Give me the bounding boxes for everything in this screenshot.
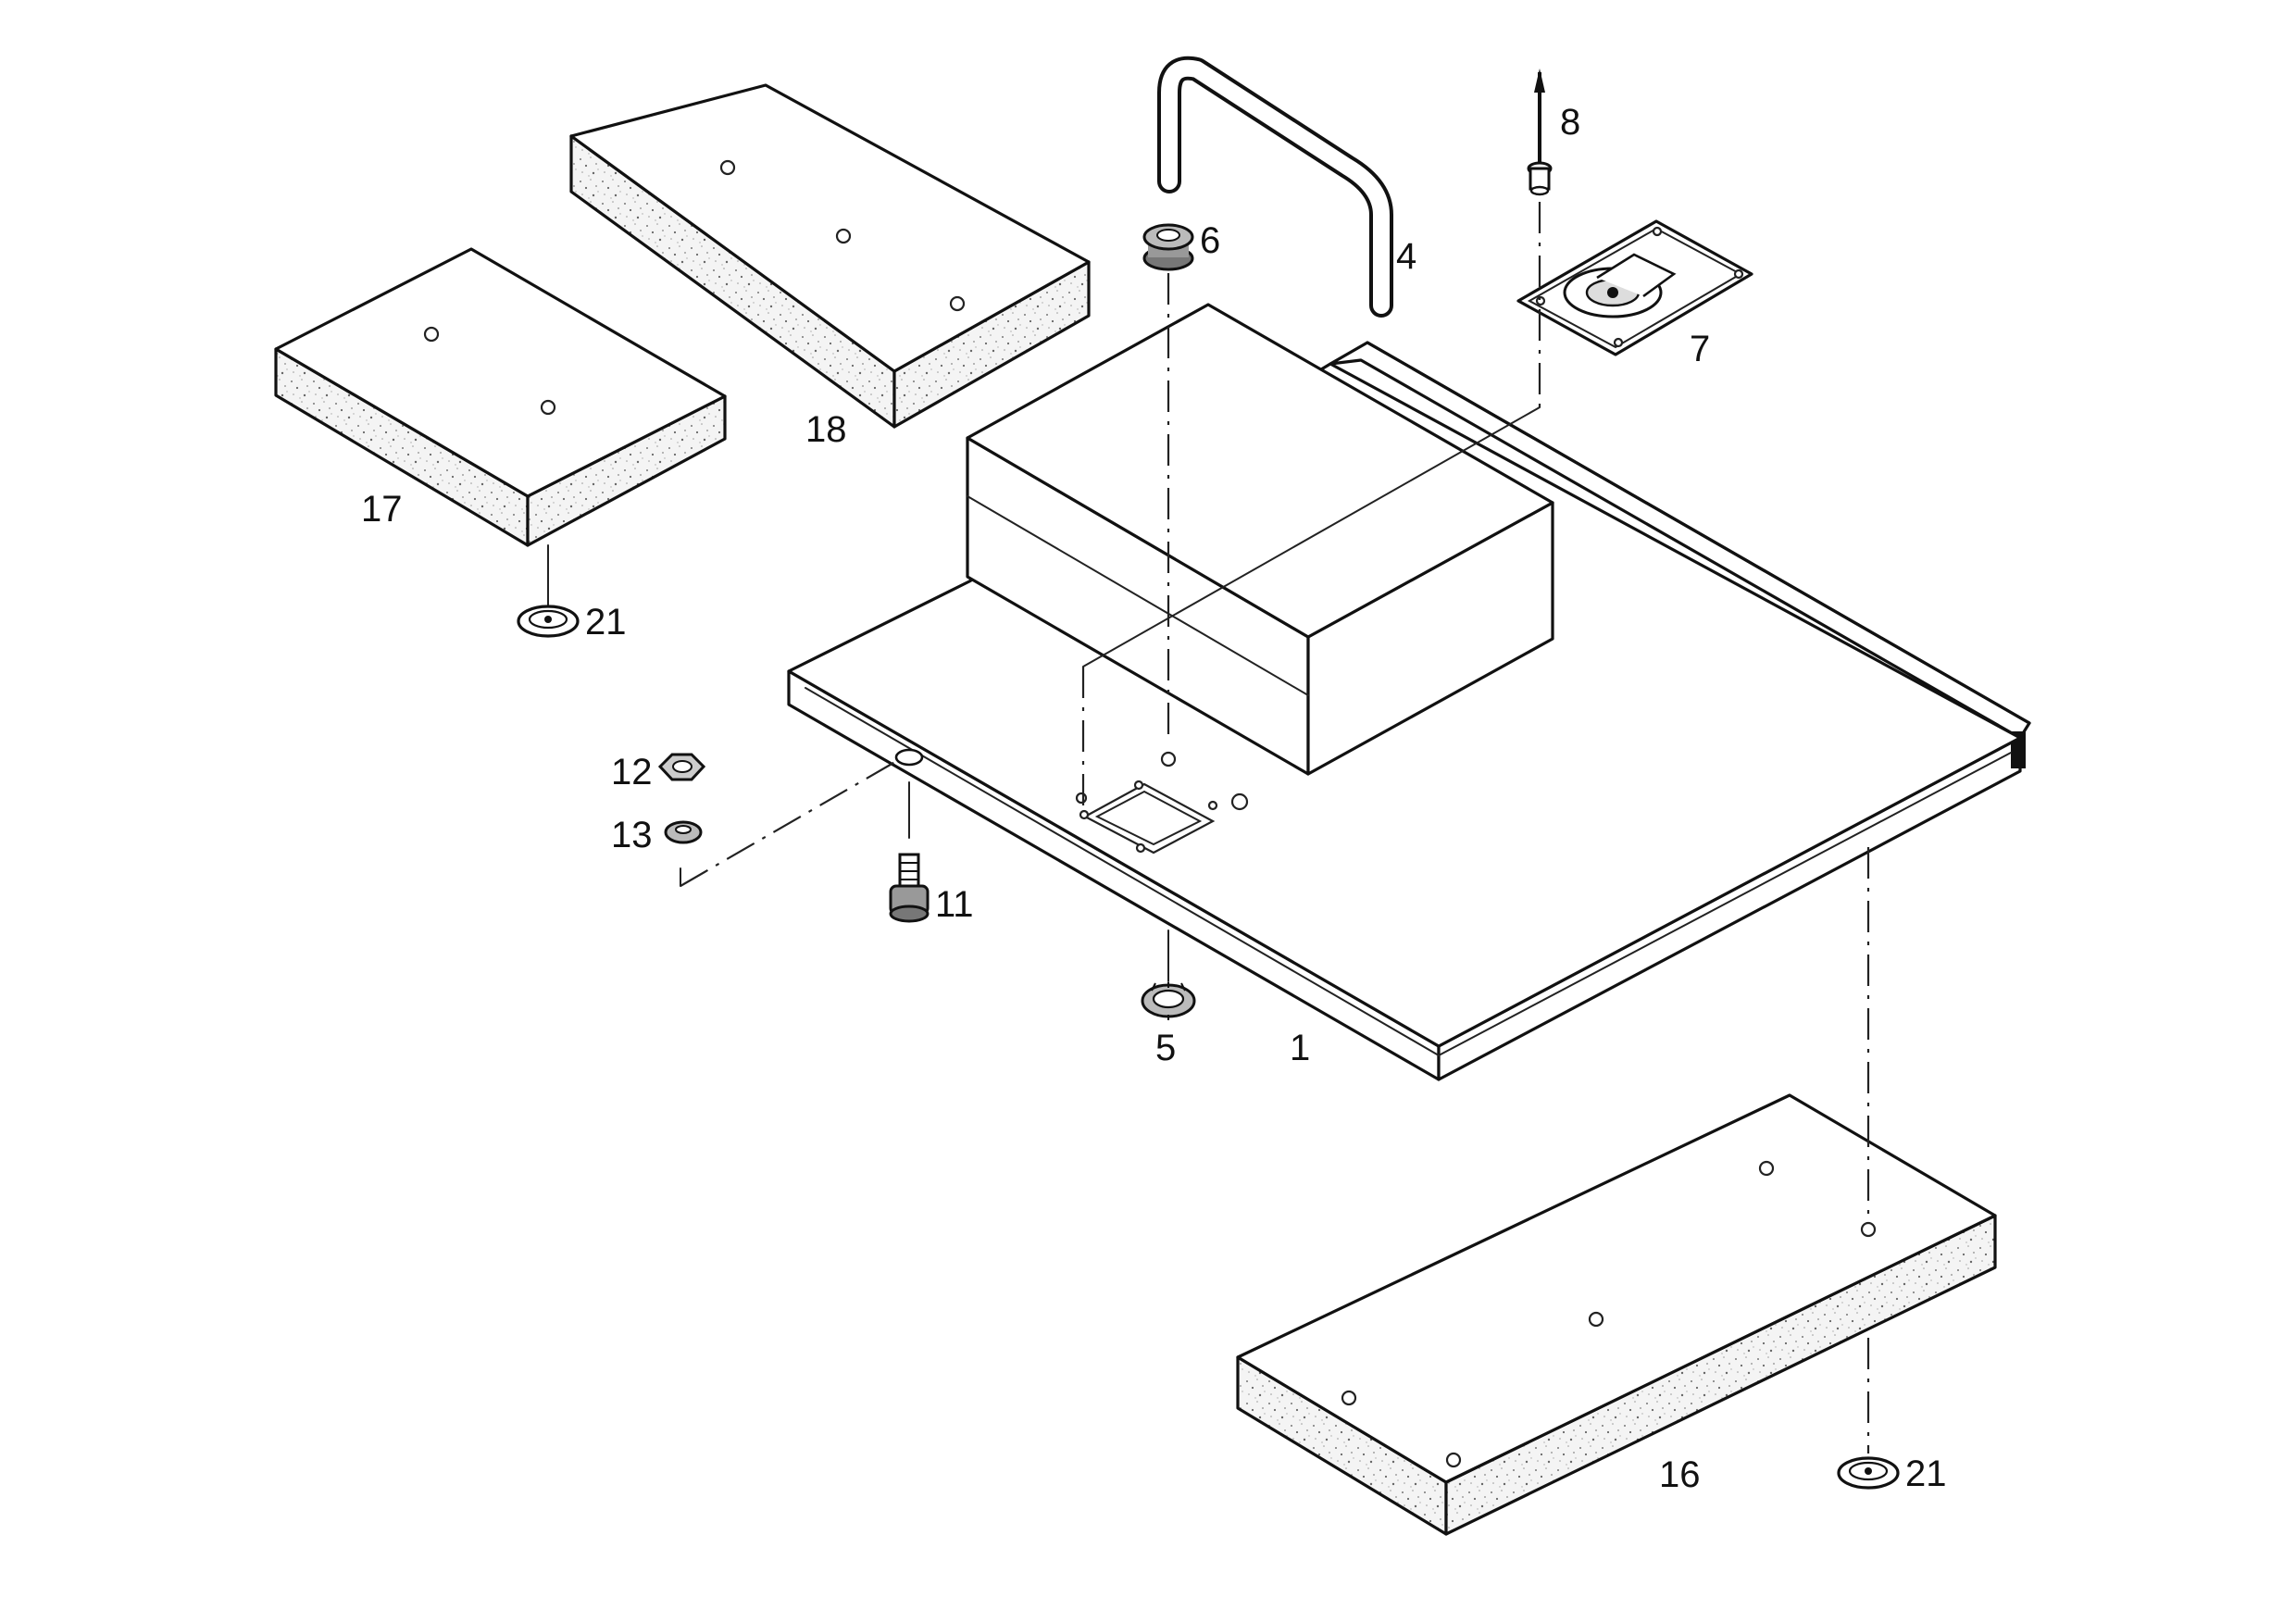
washer-21-upper (517, 605, 580, 638)
washer-21-lower (1837, 1456, 1900, 1490)
callout-13: 13 (611, 815, 653, 855)
callout-7: 7 (1690, 329, 1710, 369)
foam-pad-18 (569, 83, 1091, 429)
nut-12 (657, 753, 706, 781)
callout-18: 18 (805, 409, 847, 450)
leader-nut-washer (680, 758, 901, 887)
handle-4 (1157, 56, 1393, 318)
callout-4: 4 (1396, 236, 1416, 277)
callout-12: 12 (611, 752, 653, 792)
foam-pad-16 (1236, 1093, 1997, 1536)
callout-21-lower: 21 (1905, 1454, 1947, 1494)
leader-rivet-8-path (1082, 406, 1541, 668)
washer-5 (1141, 982, 1196, 1020)
latch-plate-7 (1516, 219, 1753, 356)
callout-21-upper: 21 (585, 602, 627, 643)
callout-1: 1 (1290, 1028, 1310, 1068)
callout-8: 8 (1560, 102, 1580, 143)
foam-pad-17 (274, 247, 727, 617)
callout-16: 16 (1659, 1454, 1701, 1495)
grommet-6 (1142, 223, 1194, 271)
rivet-8 (1527, 69, 1553, 196)
screw-11 (889, 853, 930, 923)
callout-17: 17 (361, 489, 403, 530)
washer-13 (664, 820, 703, 844)
callout-5: 5 (1155, 1028, 1176, 1068)
base-plate-1 (787, 303, 2031, 1081)
callout-11: 11 (935, 884, 974, 925)
callout-6: 6 (1200, 220, 1220, 261)
